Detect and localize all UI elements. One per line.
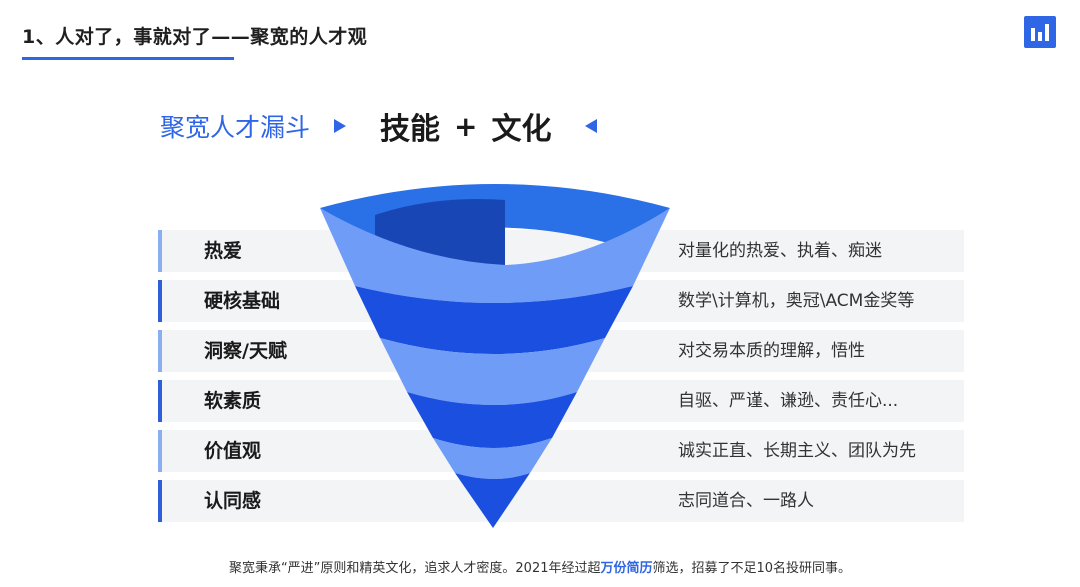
row-description: 自驱、严谨、谦逊、责任心...: [678, 391, 899, 411]
page-title: 1、人对了，事就对了——聚宽的人才观: [22, 26, 368, 48]
row-description: 对交易本质的理解，悟性: [678, 341, 865, 361]
row-accent-bar: [158, 280, 162, 322]
funnel-heading: 聚宽人才漏斗 技能 + 文化: [160, 102, 598, 150]
row-description: 数学\计算机，奥冠\ACM金奖等: [678, 291, 915, 311]
plus-sign: +: [454, 109, 478, 143]
row-label: 热爱: [204, 240, 243, 262]
funnel-row-values: 价值观 诚实正直、长期主义、团队为先: [158, 430, 964, 472]
row-accent-bar: [158, 380, 162, 422]
row-accent-bar: [158, 330, 162, 372]
funnel-band-4: [407, 392, 577, 448]
row-description: 诚实正直、长期主义、团队为先: [678, 441, 916, 461]
skill-text: 技能: [380, 112, 441, 147]
footer-text-pre: 聚宽秉承“严进”原则和精英文化，追求人才密度。2021年经过超: [228, 561, 601, 576]
row-description: 对量化的热爱、执着、痴迷: [678, 241, 882, 261]
funnel-label: 聚宽人才漏斗: [160, 113, 311, 142]
talent-funnel: [320, 184, 670, 528]
row-accent-bar: [158, 430, 162, 472]
funnel-band-1: [320, 208, 670, 303]
row-label: 价值观: [204, 440, 262, 462]
triangle-right-icon: [334, 119, 347, 133]
row-accent-bar: [158, 230, 162, 272]
row-accent-bar: [158, 480, 162, 522]
funnel-band-2: [355, 286, 633, 354]
row-label: 认同感: [204, 490, 262, 512]
funnel-row-identity: 认同感 志同道合、一路人: [158, 480, 964, 522]
row-label: 洞察/天赋: [204, 340, 287, 362]
footer-text-post: 筛选，招募了不足10名投研同事。: [652, 561, 852, 576]
row-label: 软素质: [204, 390, 262, 412]
footer-emphasis: 万份简历: [600, 561, 653, 576]
culture-text: 文化: [491, 112, 552, 147]
triangle-left-icon: [585, 119, 598, 133]
bar-chart-logo-icon: [1024, 16, 1056, 48]
row-label: 硬核基础: [204, 290, 281, 312]
title-underline: [22, 57, 234, 60]
footer-note: 聚宽秉承“严进”原则和精英文化，追求人才密度。2021年经过超万份简历筛选，招募…: [0, 557, 1080, 576]
funnel-band-5: [433, 438, 552, 479]
row-description: 志同道合、一路人: [678, 491, 814, 511]
funnel-tip: [455, 473, 530, 528]
funnel-band-3: [380, 338, 605, 405]
